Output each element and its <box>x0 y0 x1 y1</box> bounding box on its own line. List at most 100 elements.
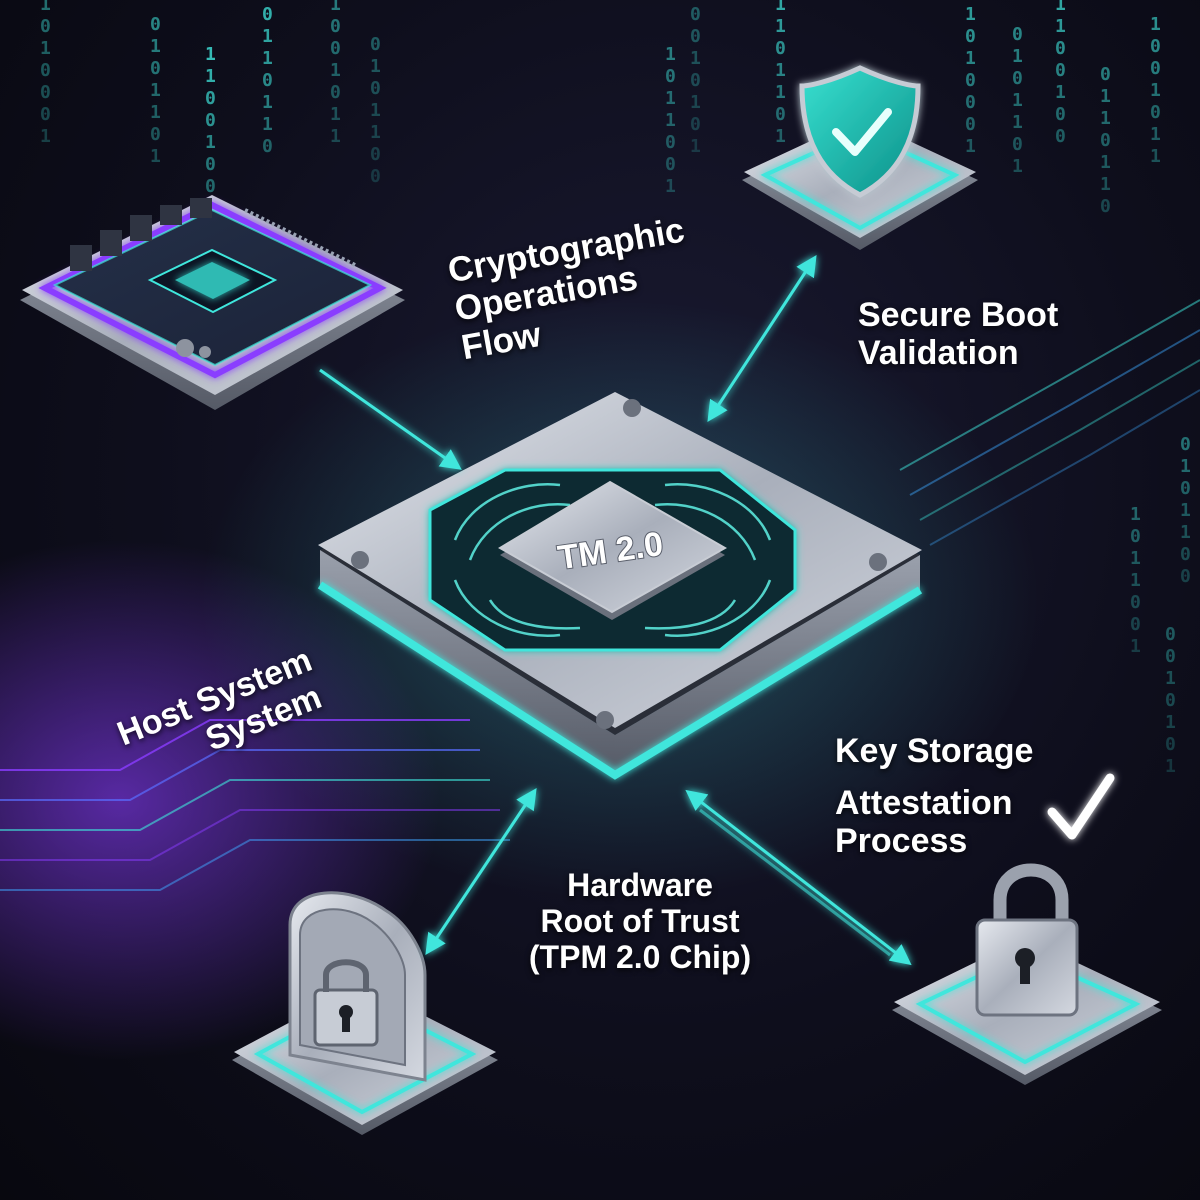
binary-digit: 1 <box>370 100 381 121</box>
binary-digit: 1 <box>40 0 51 15</box>
binary-digit: 0 <box>370 144 381 165</box>
binary-digit: 0 <box>1055 38 1066 59</box>
binary-digit: 1 <box>665 110 676 131</box>
binary-digit: 1 <box>775 60 786 81</box>
binary-digit: 1 <box>40 38 51 59</box>
binary-digit: 1 <box>262 26 273 47</box>
binary-digit: 0 <box>665 154 676 175</box>
binary-digit: 1 <box>1150 146 1161 167</box>
binary-digit: 1 <box>690 92 701 113</box>
padlock-platform <box>892 870 1162 1085</box>
binary-digit: 0 <box>1100 196 1111 217</box>
binary-digit: 0 <box>1100 130 1111 151</box>
binary-digit: 1 <box>40 126 51 147</box>
binary-digit: 1 <box>1012 112 1023 133</box>
binary-digit: 1 <box>262 92 273 113</box>
binary-digit: 0 <box>1012 68 1023 89</box>
binary-digit: 1 <box>205 66 216 87</box>
binary-digit: 0 <box>690 70 701 91</box>
binary-digit: 1 <box>1012 90 1023 111</box>
binary-digit: 0 <box>775 104 786 125</box>
binary-digit: 0 <box>40 60 51 81</box>
binary-digit: 1 <box>1180 456 1191 477</box>
binary-digit: 0 <box>1150 36 1161 57</box>
binary-digit: 1 <box>1055 0 1066 15</box>
binary-digit: 0 <box>1130 526 1141 547</box>
label-hardware-line-2: Root of Trust <box>490 904 790 940</box>
binary-digit: 1 <box>665 88 676 109</box>
binary-digit: 1 <box>1055 16 1066 37</box>
label-secure-boot-line-2: Validation <box>858 334 1058 372</box>
binary-digit: 1 <box>1100 86 1111 107</box>
binary-digit: 1 <box>965 48 976 69</box>
checkmark-icon <box>1052 778 1110 835</box>
binary-digit: 0 <box>370 34 381 55</box>
label-key-storage-text: Key Storage <box>835 732 1033 770</box>
binary-digit: 1 <box>775 126 786 147</box>
binary-digit: 0 <box>370 166 381 187</box>
binary-digit: 1 <box>1130 636 1141 657</box>
padlock-icon <box>977 870 1077 1015</box>
binary-digit: 1 <box>690 136 701 157</box>
label-hardware-line-1: Hardware <box>490 868 790 904</box>
binary-digit: 0 <box>150 14 161 35</box>
binary-digit: 1 <box>150 80 161 101</box>
binary-digit: 0 <box>1180 544 1191 565</box>
binary-digit: 1 <box>1165 668 1176 689</box>
label-key-storage: Key Storage <box>835 732 1033 770</box>
binary-digit: 1 <box>370 56 381 77</box>
binary-digit: 0 <box>40 82 51 103</box>
binary-digit: 1 <box>262 114 273 135</box>
binary-digit: 0 <box>1012 134 1023 155</box>
binary-digit: 0 <box>1012 24 1023 45</box>
binary-digit: 0 <box>690 114 701 135</box>
binary-digit: 0 <box>1055 104 1066 125</box>
binary-digit: 0 <box>262 70 273 91</box>
binary-digit: 1 <box>330 60 341 81</box>
binary-digit: 1 <box>1130 570 1141 591</box>
binary-digit: 0 <box>1180 434 1191 455</box>
binary-digit: 1 <box>775 0 786 15</box>
binary-digit: 1 <box>1055 82 1066 103</box>
binary-digit: 0 <box>150 58 161 79</box>
vault-lock-icon <box>290 893 425 1080</box>
binary-digit: 1 <box>965 136 976 157</box>
binary-digit: 1 <box>1150 80 1161 101</box>
binary-digit: 1 <box>1165 712 1176 733</box>
binary-digit: 0 <box>1180 478 1191 499</box>
binary-digit: 0 <box>1055 126 1066 147</box>
binary-digit: 1 <box>370 122 381 143</box>
binary-digit: 0 <box>1100 64 1111 85</box>
binary-digit: 0 <box>965 70 976 91</box>
binary-digit: 1 <box>1150 14 1161 35</box>
binary-digit: 0 <box>690 4 701 25</box>
binary-digit: 0 <box>690 26 701 47</box>
binary-digit: 1 <box>150 146 161 167</box>
binary-digit: 1 <box>1100 174 1111 195</box>
binary-digit: 1 <box>1150 124 1161 145</box>
binary-digit: 0 <box>965 92 976 113</box>
binary-digit: 0 <box>665 66 676 87</box>
label-attestation-line-1: Attestation <box>835 784 1013 822</box>
binary-digit: 1 <box>775 16 786 37</box>
binary-digit: 0 <box>1165 690 1176 711</box>
binary-digit: 0 <box>1165 624 1176 645</box>
label-secure-boot-line-1: Secure Boot <box>858 296 1058 334</box>
binary-digit: 1 <box>1180 522 1191 543</box>
binary-digit: 0 <box>1165 646 1176 667</box>
binary-digit: 0 <box>40 104 51 125</box>
binary-digit: 1 <box>1012 156 1023 177</box>
binary-digit: 1 <box>1180 500 1191 521</box>
binary-digit: 0 <box>1180 566 1191 587</box>
label-attestation-process: Attestation Process <box>835 784 1013 860</box>
binary-digit: 0 <box>1130 614 1141 635</box>
label-hardware-root-of-trust: Hardware Root of Trust (TPM 2.0 Chip) <box>490 868 790 975</box>
binary-digit: 0 <box>205 110 216 131</box>
binary-digit: 1 <box>1130 548 1141 569</box>
binary-digit: 1 <box>205 132 216 153</box>
binary-digit: 0 <box>262 136 273 157</box>
binary-digit: 1 <box>150 36 161 57</box>
binary-digit: 0 <box>205 176 216 197</box>
binary-digit: 1 <box>1012 46 1023 67</box>
